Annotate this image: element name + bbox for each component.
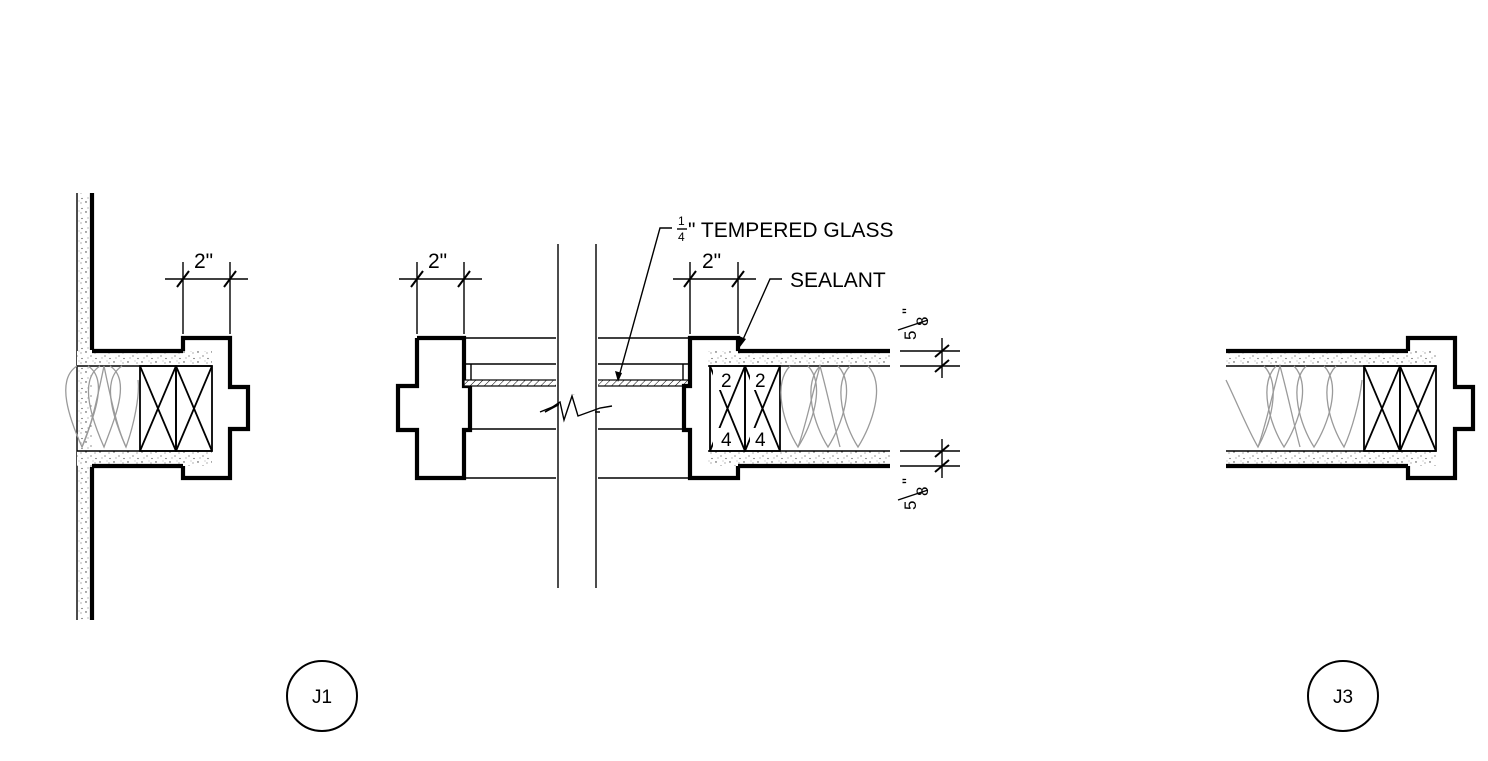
stud-size-bottom-left: 4 [721,430,732,451]
j2-right-frame [681,335,741,481]
glass-leader: 1 4 " TEMPERED GLASS [615,214,893,382]
j1-detail-tag [286,660,358,732]
j1-top-gypsum [77,351,212,366]
j1-width-dimension: 2" [165,250,248,334]
j2-insulation [780,363,878,449]
stud-size-top-right: 2 [755,371,766,392]
detail-j3: J3 [1225,335,1476,732]
j3-detail-tag [1307,660,1379,732]
j2-top-gypsum [708,351,890,366]
j2-left-dimension-label: 2" [428,250,447,273]
sealant-label: SEALANT [790,269,886,292]
glass-fraction-num: 1 [678,214,685,228]
j1-insulation [65,365,140,449]
stud-size-bottom-right: 4 [755,430,766,451]
j3-tag-label: J3 [1333,687,1353,708]
stud-size-top-left: 2 [721,371,732,392]
j3-insulation [1225,363,1363,449]
j3-studs [1363,365,1437,452]
bottom-gypsum-num: 5 [901,501,920,510]
j3-door-frame [1405,335,1476,481]
j2-right-dimension-label: 2" [702,250,721,273]
detail-j2: 2 2 4 4 2" 2" [395,214,960,590]
top-gypsum-num: 5 [901,331,920,340]
j1-bottom-gypsum [77,451,212,466]
j1-door-frame [180,335,251,481]
j1-wall-gypsum [77,193,92,620]
j3-bottom-gypsum [1226,451,1436,466]
j3-top-gypsum [1226,351,1436,366]
bottom-gypsum-unit: " [899,478,918,484]
glass-fraction-den: 4 [678,230,685,244]
j2-left-frame [395,335,473,481]
sealant-leader: SEALANT [739,269,886,347]
top-gypsum-unit: " [899,308,918,314]
glass-label: " TEMPERED GLASS [688,219,893,242]
j1-studs [139,365,213,452]
j2-bottom-gypsum [708,451,890,466]
j1-dimension-label: 2" [194,250,213,273]
j1-tag-label: J1 [312,687,332,708]
j2-left-dimension: 2" [399,250,482,334]
detail-j1: 2" J1 [65,193,358,732]
gypsum-thickness-dimensions: 5 8 " 5 8 " [897,308,960,510]
j2-right-dimension: 2" [673,250,756,334]
